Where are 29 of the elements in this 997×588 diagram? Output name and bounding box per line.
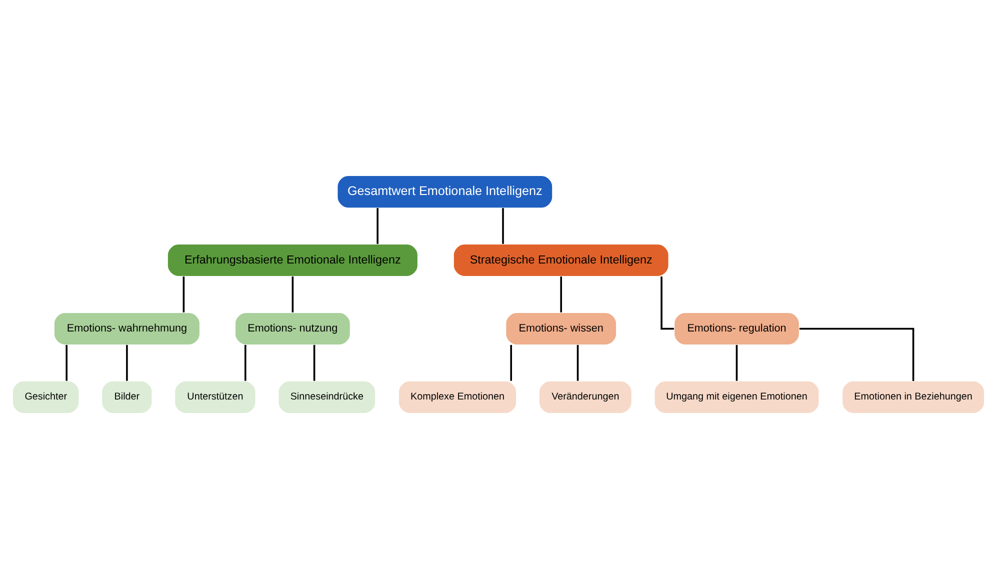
connector	[66, 344, 68, 380]
node-box: Emotions- regulation	[674, 312, 800, 345]
node-box: Komplexe Emotionen	[398, 380, 517, 414]
connector	[313, 344, 316, 380]
node-box: Bilder	[101, 380, 153, 414]
node-box: Gesichter	[12, 380, 80, 414]
connector	[502, 208, 504, 244]
connector	[560, 276, 562, 312]
connector	[126, 344, 128, 380]
node-box: Gesamtwert Emotionale Intelligenz	[336, 174, 553, 208]
node-box: Umgang mit eigenen Emotionen	[654, 380, 820, 414]
node-box: Emotionen in Beziehungen	[842, 380, 985, 414]
connector	[660, 276, 674, 330]
connector	[576, 344, 579, 380]
node-box: Emotions- nutzung	[234, 312, 351, 345]
connector	[736, 344, 738, 380]
node-box: Emotions- wissen	[505, 312, 617, 345]
node-box: Sinneseindrücke	[278, 380, 376, 414]
connector	[376, 208, 378, 244]
node-box: Unterstützen	[174, 380, 256, 414]
node-box: Strategische Emotionale Intelligenz	[453, 243, 670, 276]
node-box: Emotions- wahrnehmung	[54, 312, 200, 345]
connector	[799, 327, 914, 380]
node-box: Veränderungen	[538, 380, 632, 414]
connector	[510, 344, 512, 380]
connector	[244, 344, 246, 380]
node-box: Erfahrungsbasierte Emotionale Intelligenz	[167, 243, 418, 276]
connector	[182, 276, 185, 312]
connector	[292, 276, 294, 312]
